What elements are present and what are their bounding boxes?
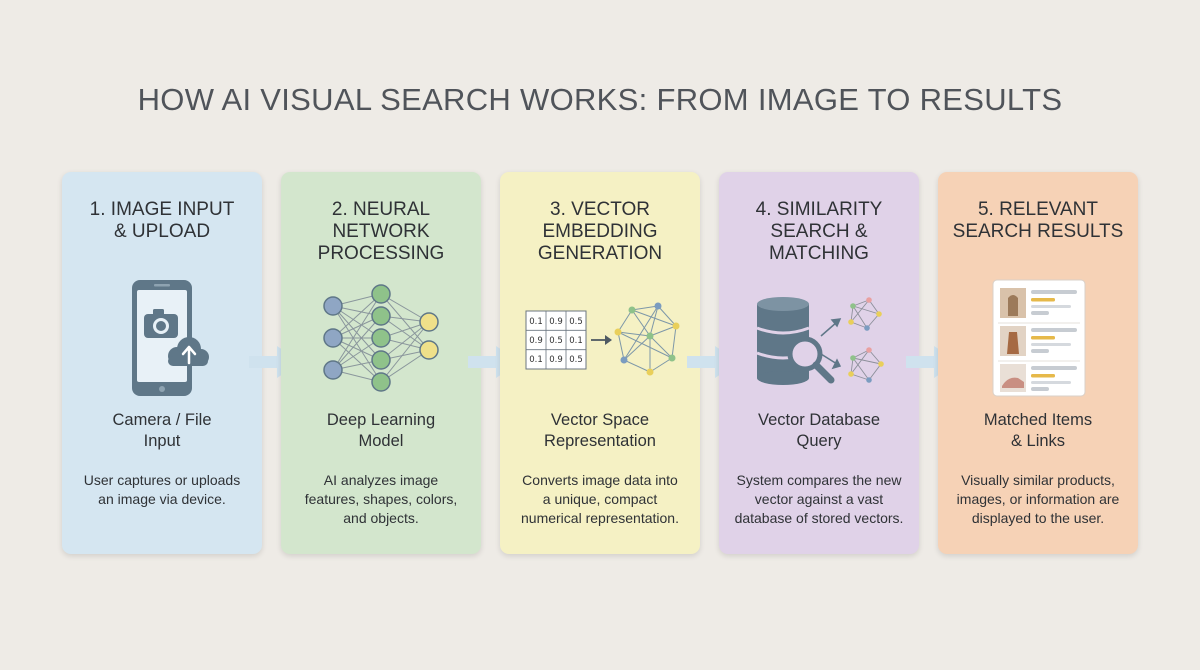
- matrix-cell: 0.1: [569, 336, 583, 346]
- matrix-cell: 0.5: [549, 336, 563, 346]
- matrix-cell: 0.5: [569, 355, 583, 365]
- step-heading: 5. RELEVANT SEARCH RESULTS: [952, 199, 1124, 242]
- step-card-neural-network: 2. NEURAL NETWORK PROCESSING Deep Learni…: [281, 172, 481, 554]
- results-list-icon: [992, 279, 1086, 397]
- matrix-cell: 0.1: [529, 317, 543, 327]
- vector-graph-icon: [848, 297, 882, 331]
- smartphone-camera-upload-icon: [132, 280, 209, 396]
- matrix-cell: 0.9: [549, 317, 563, 327]
- neural-network-icon: [323, 284, 439, 392]
- result-item: [1000, 364, 1077, 392]
- step-description: User captures or uploads an image via de…: [83, 472, 241, 507]
- vector-graph-icon: [614, 302, 680, 376]
- step-heading: 2. NEURAL NETWORK PROCESSING: [317, 199, 445, 264]
- step-description: Converts image data into a unique, compa…: [521, 472, 679, 526]
- step-heading: 3. VECTOR EMBEDDING GENERATION: [537, 199, 663, 264]
- matrix-cell: 0.5: [569, 317, 583, 327]
- step-subtitle: Camera / File Input: [112, 411, 212, 450]
- vector-graph-icon: [848, 347, 884, 383]
- step-description: AI analyzes image features, shapes, colo…: [304, 472, 458, 526]
- embedding-matrix: 0.1 0.9 0.5 0.9 0.5 0.1 0.1 0.9 0.5: [525, 310, 587, 370]
- matrix-cell: 0.9: [549, 355, 563, 365]
- matrix-cell: 0.1: [529, 355, 543, 365]
- step-description: Visually similar products, images, or in…: [956, 472, 1120, 526]
- step-subtitle: Deep Learning Model: [326, 411, 436, 450]
- step-subtitle: Matched Items & Links: [983, 411, 1093, 450]
- vector-embedding-icon: 0.1 0.9 0.5 0.9 0.5 0.1 0.1 0.9 0.5: [525, 302, 680, 376]
- result-item: [1000, 288, 1077, 318]
- step-subtitle: Vector Database Query: [758, 411, 880, 450]
- step-card-vector-embedding: 3. VECTOR EMBEDDING GENERATION 0.1 0.9 0…: [500, 172, 700, 554]
- matrix-cell: 0.9: [529, 336, 543, 346]
- step-subtitle: Vector Space Representation: [544, 411, 656, 450]
- step-description: System compares the new vector against a…: [734, 472, 904, 526]
- step-card-search-results: 5. RELEVANT SEARCH RESULTS: [938, 172, 1138, 554]
- step-card-similarity-search: 4. SIMILARITY SEARCH & MATCHING: [719, 172, 919, 554]
- page-title: HOW AI VISUAL SEARCH WORKS: FROM IMAGE T…: [137, 82, 1063, 117]
- magnifier-icon: [787, 336, 835, 384]
- database-search-icon: [756, 297, 884, 385]
- result-item: [1000, 326, 1077, 356]
- step-heading: 4. SIMILARITY SEARCH & MATCHING: [755, 199, 883, 264]
- step-card-image-input: 1. IMAGE INPUT & UPLOAD Camera / File In…: [62, 172, 262, 554]
- step-heading: 1. IMAGE INPUT & UPLOAD: [89, 199, 235, 242]
- arrow-right-icon: [591, 335, 612, 345]
